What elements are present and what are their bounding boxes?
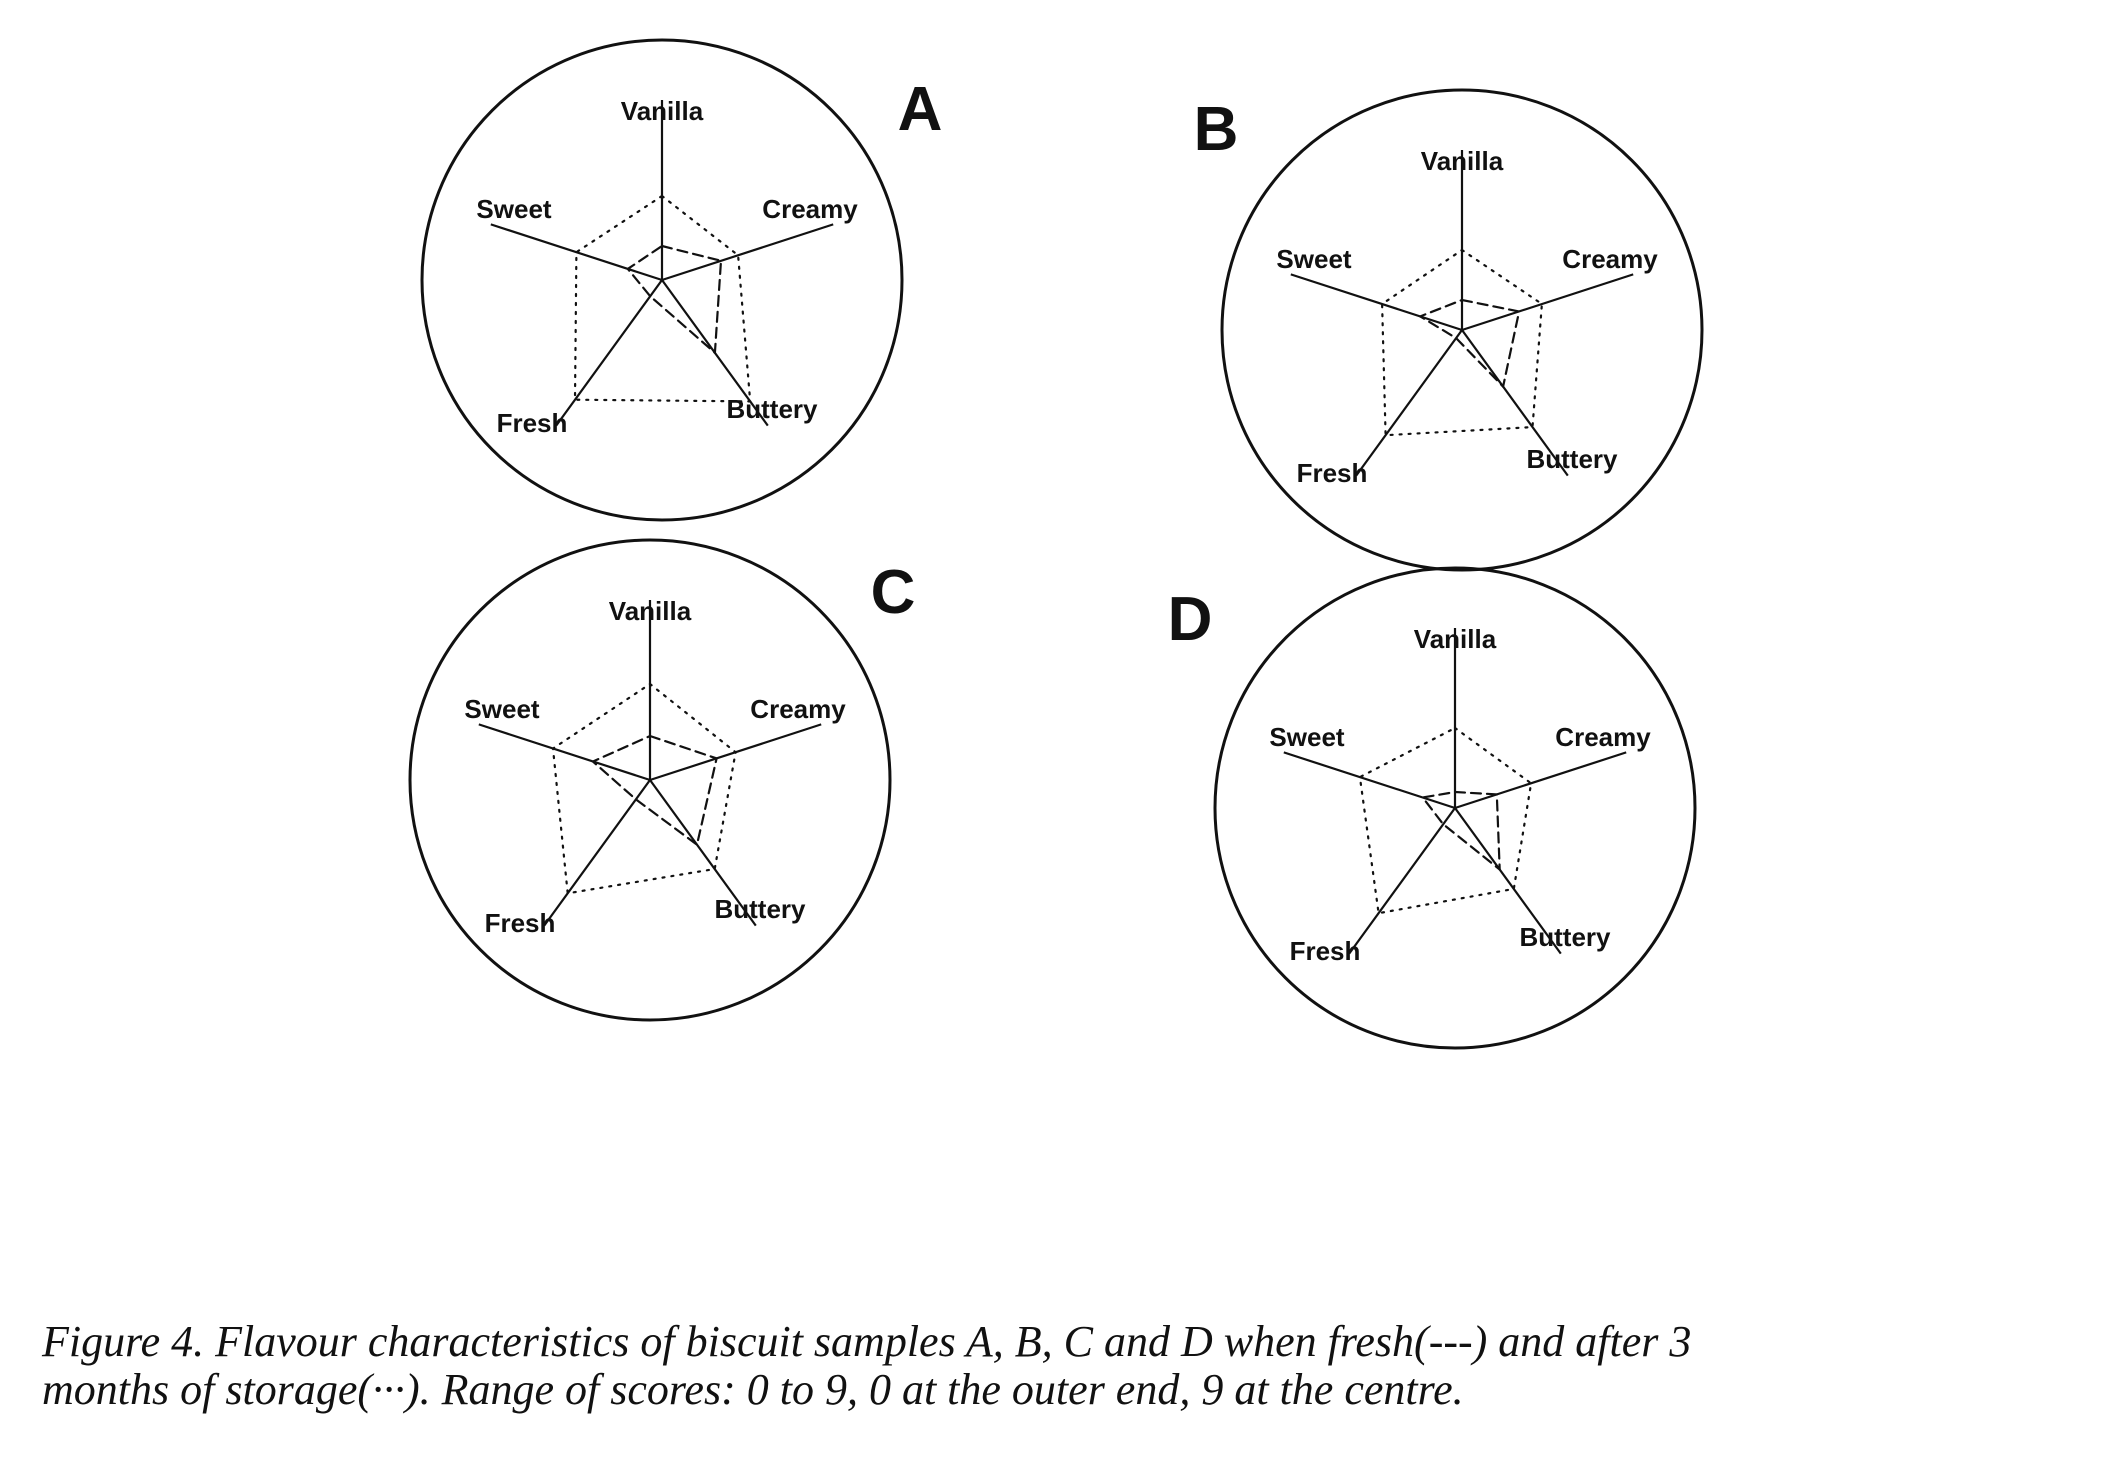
axis-label-sweet: Sweet [476, 194, 551, 224]
axis-label-creamy: Creamy [750, 694, 846, 724]
axis-line-creamy [1461, 273, 1634, 332]
series-dotted-polygon [1380, 248, 1544, 437]
axis-label-vanilla: Vanilla [1421, 146, 1504, 176]
axis-label-buttery: Buttery [714, 894, 806, 924]
axis-line-sweet [490, 223, 663, 282]
axis-line-fresh [1355, 329, 1463, 477]
axis-line-sweet [478, 723, 651, 782]
figure-caption: Figure 4. Flavour characteristics of bis… [42, 1318, 2082, 1414]
axis-label-vanilla: Vanilla [621, 96, 704, 126]
panel-letter-a: A [898, 75, 943, 144]
caption-line-1: Figure 4. Flavour characteristics of bis… [42, 1317, 1692, 1366]
axis-line-creamy [661, 223, 834, 282]
axis-label-sweet: Sweet [1269, 722, 1344, 752]
axis-label-sweet: Sweet [464, 694, 539, 724]
axis-label-fresh: Fresh [1297, 458, 1368, 488]
axis-label-vanilla: Vanilla [1414, 624, 1497, 654]
series-dotted-polygon [551, 682, 737, 895]
axis-label-creamy: Creamy [1562, 244, 1658, 274]
axis-line-sweet [1290, 273, 1463, 332]
axis-label-vanilla: Vanilla [609, 596, 692, 626]
panel-letter-c: C [871, 558, 916, 627]
axis-label-sweet: Sweet [1276, 244, 1351, 274]
axis-line-buttery [649, 779, 757, 927]
panel-border-circle [1220, 88, 1704, 572]
panel-letter-d: D [1168, 585, 1213, 654]
series-dotted-polygon [573, 194, 752, 403]
axis-label-fresh: Fresh [497, 408, 568, 438]
axis-label-buttery: Buttery [726, 394, 818, 424]
axis-line-sweet [1283, 751, 1456, 810]
series-dotted-polygon [1358, 726, 1533, 915]
series-dashed-polygon [626, 244, 723, 356]
panel-border-circle [1213, 566, 1697, 1050]
panel-border-circle [420, 38, 904, 522]
axis-line-buttery [1461, 329, 1569, 477]
series-dashed-polygon [1420, 790, 1501, 872]
axis-label-buttery: Buttery [1526, 444, 1618, 474]
axis-line-fresh [555, 279, 663, 427]
series-dashed-polygon [590, 734, 718, 847]
caption-line-2: months of storage(···). Range of scores:… [42, 1365, 1464, 1414]
series-dashed-polygon [1417, 298, 1521, 389]
axis-label-creamy: Creamy [762, 194, 858, 224]
axis-line-fresh [543, 779, 651, 927]
axis-label-buttery: Buttery [1519, 922, 1611, 952]
axis-label-fresh: Fresh [485, 908, 556, 938]
panel-border-circle [408, 538, 892, 1022]
axis-line-buttery [1454, 807, 1562, 955]
axis-label-creamy: Creamy [1555, 722, 1651, 752]
axis-line-fresh [1348, 807, 1456, 955]
axis-label-fresh: Fresh [1290, 936, 1361, 966]
panel-letter-b: B [1194, 95, 1239, 164]
axis-line-creamy [1454, 751, 1627, 810]
